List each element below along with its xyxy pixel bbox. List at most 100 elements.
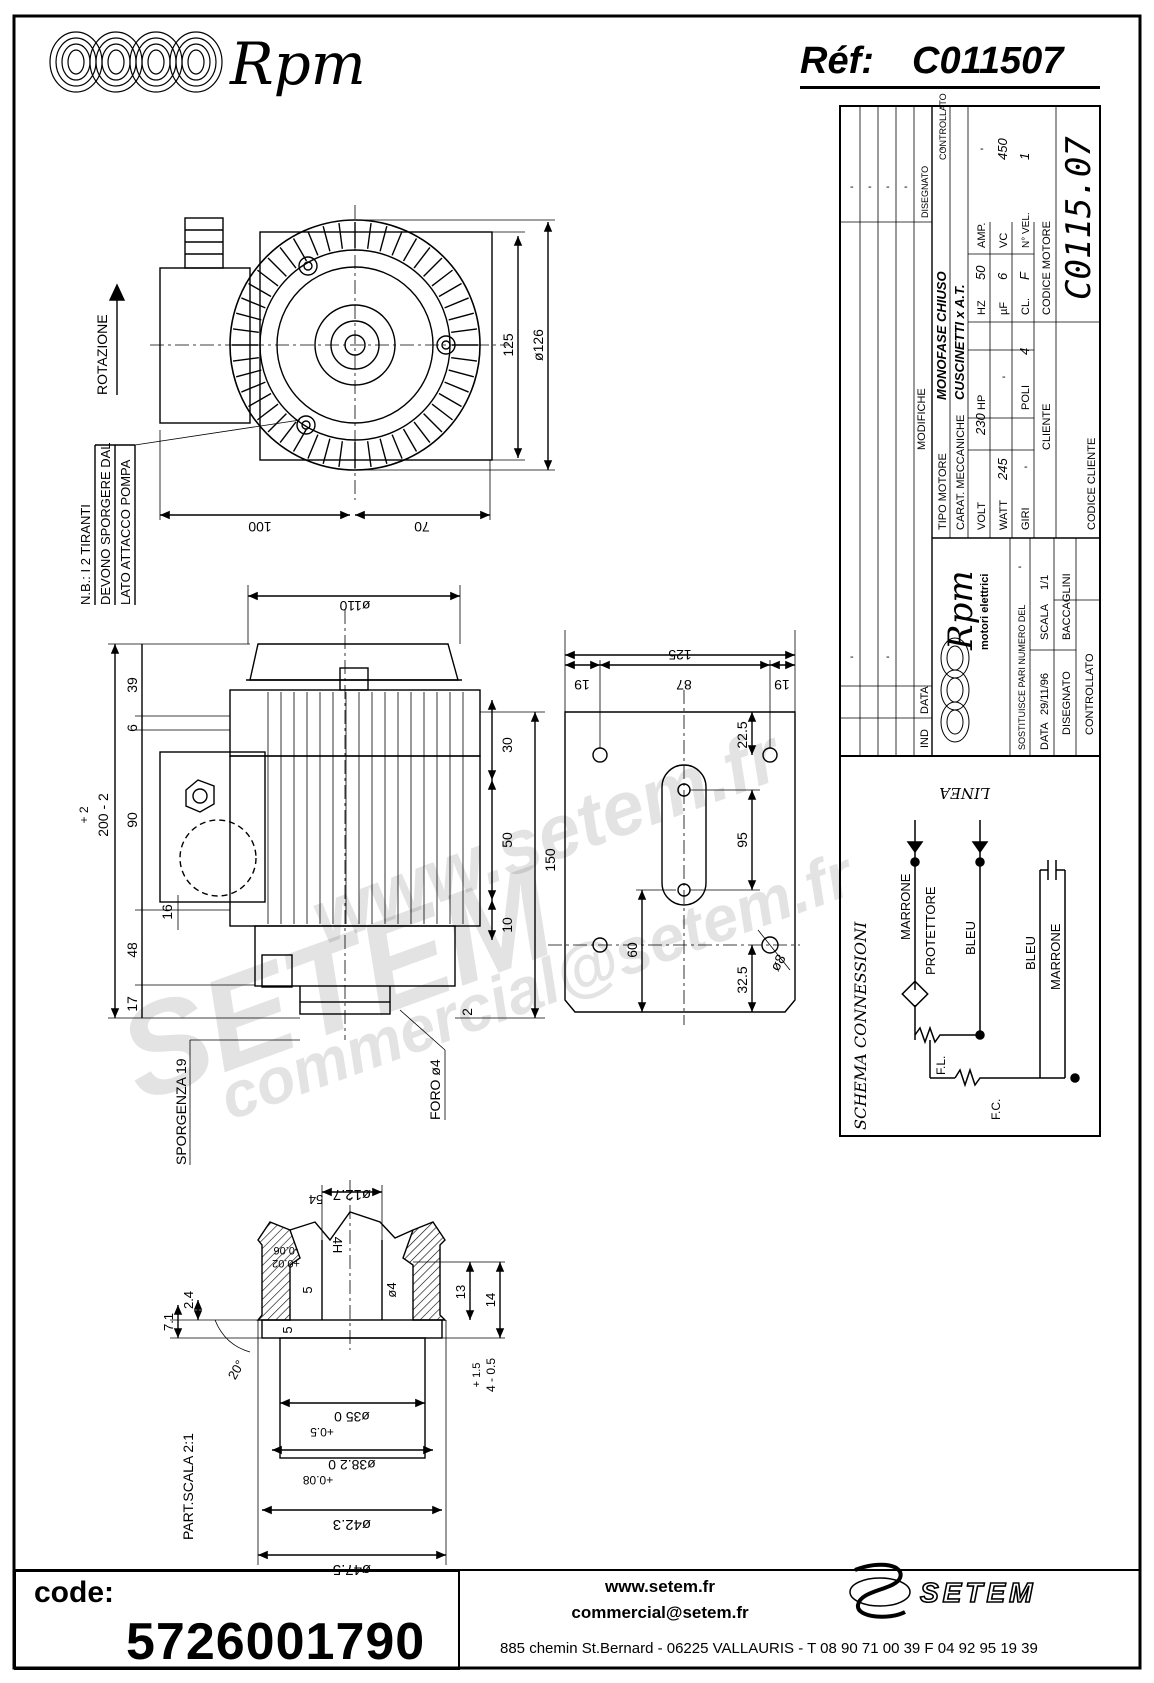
ref-underline <box>800 86 1100 89</box>
top-view <box>94 205 555 605</box>
tb-amp-label: AMP. <box>976 223 988 248</box>
fin <box>322 438 331 464</box>
schema-linea: LINEA <box>939 784 991 802</box>
tb-cl-label: CL. <box>1020 298 1032 315</box>
tb-tipo-label: TIPO MOTORE <box>937 453 949 530</box>
tb-controllato-label: CONTROLLATO <box>1084 653 1096 735</box>
sporgenza-label: SPORGENZA 19 <box>173 1058 189 1165</box>
detail-angle: 20° <box>225 1357 248 1382</box>
setem-logo-text: SETEM <box>920 1577 1036 1608</box>
email-link[interactable]: commercial@setem.fr <box>571 1603 749 1622</box>
fin <box>431 403 454 421</box>
flange-dim-125: 125 <box>668 647 692 663</box>
dim-2: 2 <box>459 1008 475 1016</box>
detail-tol-a: +0.02 <box>272 1257 300 1269</box>
fin <box>423 257 443 277</box>
detail-tol-c: + 1.5 <box>471 1363 483 1388</box>
fin <box>438 282 462 298</box>
ref-value: C011507 <box>912 40 1064 82</box>
fin <box>402 238 418 262</box>
detail-tol-b: -0.06 <box>273 1244 298 1256</box>
fin <box>402 428 418 452</box>
tb-rev-5: - <box>850 651 854 663</box>
sheet-border <box>12 14 1142 1670</box>
detail-d35-tol: +0.5 <box>310 1425 334 1439</box>
tb-giri-value: - <box>1024 461 1028 473</box>
dim-100: 100 <box>248 519 272 535</box>
dim-d126: ø126 <box>530 329 546 361</box>
tb-rev-7: - <box>940 143 944 155</box>
ref-label: Réf: <box>800 40 874 82</box>
flange-dim-32-5: 32.5 <box>734 966 750 993</box>
product-code-box: code: 5726001790 <box>14 1570 460 1671</box>
tb-modifiche: MODIFICHE <box>916 388 928 450</box>
setem-logo: SETEM <box>849 1562 1036 1619</box>
fin <box>338 441 344 468</box>
detail-5b: 5 <box>280 1326 295 1333</box>
fin <box>413 246 431 269</box>
detail-scale-label: PART.SCALA 2:1 <box>180 1433 196 1540</box>
fin <box>256 269 279 287</box>
tb-nvel-label: N° VEL. <box>1021 212 1032 248</box>
website-link[interactable]: www.setem.fr <box>605 1577 715 1596</box>
fin <box>431 269 454 287</box>
tb-hp-label: HP <box>976 395 988 410</box>
schema-marrone-2: MARRONE <box>1048 923 1063 990</box>
address-line: 885 chemin St.Bernard - 06225 VALLAURIS … <box>500 1640 1038 1657</box>
tb-rev-3: - <box>886 181 890 193</box>
tb-cliente-label: CLIENTE <box>1041 404 1053 450</box>
fin <box>232 356 259 362</box>
detail-d38-tol: +0.08 <box>302 1473 333 1487</box>
fin <box>338 222 344 249</box>
fin <box>248 282 272 298</box>
tb-hp-value: - <box>1002 371 1006 383</box>
tb-hz-value: 50 <box>973 265 988 280</box>
fin <box>423 413 443 433</box>
dim-d110: ø110 <box>339 598 370 614</box>
fin <box>451 328 478 334</box>
fin <box>241 381 266 393</box>
cooling-fins <box>232 222 478 468</box>
side-view <box>108 585 545 1165</box>
tb-vc-label: VC <box>998 233 1010 248</box>
detail-d12-7: ø12.7 <box>333 1186 371 1203</box>
fin <box>413 421 431 444</box>
tb-rev-1: - <box>850 181 854 193</box>
tb-giri-label: GIRI <box>1020 507 1032 530</box>
schema-title: SCHEMA CONNESSIONI <box>851 921 870 1130</box>
code-value: 5726001790 <box>126 1613 426 1671</box>
tb-rev-2: - <box>868 181 872 193</box>
dim-overall: 200 - 2 <box>95 793 111 837</box>
note-line-3: LATO ATTACCO POMPA <box>118 459 133 605</box>
fin <box>322 226 331 252</box>
detail-h54: 54 <box>309 1192 323 1207</box>
fin <box>279 421 297 444</box>
dim-70: 70 <box>414 519 430 535</box>
fin <box>248 392 272 408</box>
code-label: code: <box>34 1576 115 1609</box>
dim-150: 150 <box>542 848 558 872</box>
flange-dim-22-5: 22.5 <box>734 721 750 748</box>
fin <box>438 392 462 408</box>
tb-poli-label: POLI <box>1020 385 1032 410</box>
fin <box>307 231 319 256</box>
fin <box>236 312 262 321</box>
tb-rev-4: - <box>904 181 908 193</box>
schema-protettore: PROTETTORE <box>923 886 938 975</box>
flange-dim-87: 87 <box>676 677 692 693</box>
tb-data-label: DATA <box>1039 722 1051 750</box>
tb-ind: IND <box>919 729 931 748</box>
tb-controllato-col: CONTROLLATO <box>938 93 948 160</box>
tb-cl-value: F <box>1017 271 1032 280</box>
tb-codice-cliente-label: CODICE CLIENTE <box>1086 438 1098 530</box>
detail-2-4: 2.4 <box>181 1291 196 1309</box>
tb-amp-value: - <box>980 143 984 155</box>
tb-hz-label: HZ <box>976 300 988 315</box>
title-block <box>839 105 1101 1137</box>
tb-disegnato-label: DISEGNATO <box>1061 671 1073 735</box>
fin <box>232 328 259 334</box>
tb-watt-value: 245 <box>995 458 1010 481</box>
schema-marrone: MARRONE <box>898 873 913 940</box>
fin <box>267 413 287 433</box>
